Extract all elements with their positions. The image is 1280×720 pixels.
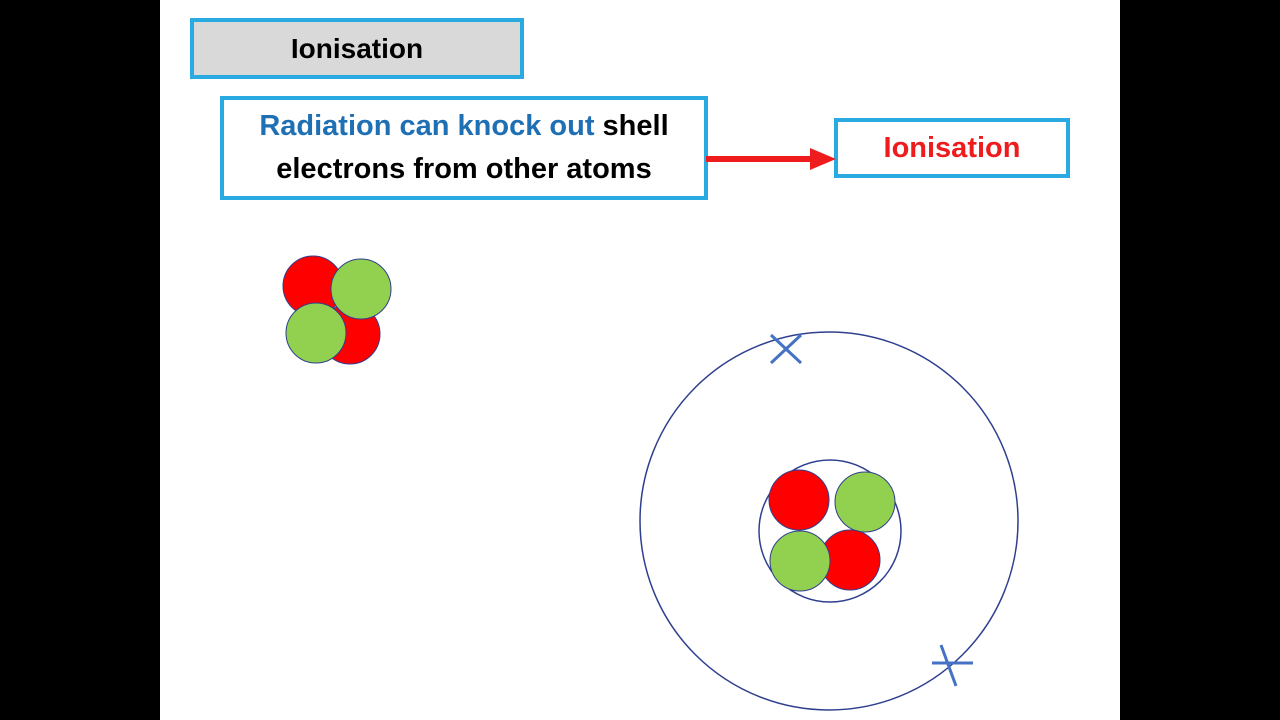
slide-title: Ionisation (190, 18, 524, 79)
cross-icon (932, 644, 973, 687)
neutron (834, 471, 896, 533)
neutron (769, 530, 831, 592)
diagram-canvas (282, 148, 1019, 711)
statement-line-2: electrons from other atoms (276, 153, 652, 185)
statement-line-1-rest: shell (594, 110, 669, 142)
neutron (285, 302, 347, 364)
slide: Ionisation Radiation can knock out shell… (160, 0, 1120, 720)
result-box: Ionisation (834, 118, 1070, 178)
proton (768, 469, 830, 531)
electron-orbit (639, 331, 1019, 711)
nucleus-boundary (758, 459, 902, 603)
statement-highlight: Radiation can knock out (259, 110, 595, 142)
right-arrow-icon (706, 148, 836, 170)
cross-icon (769, 333, 803, 365)
atom (639, 331, 1019, 711)
neutron (330, 258, 392, 320)
statement-box: Radiation can knock out shell electrons … (220, 96, 708, 200)
alpha-particle (282, 255, 392, 365)
statement-line-1: Radiation can knock out shell (259, 105, 668, 148)
